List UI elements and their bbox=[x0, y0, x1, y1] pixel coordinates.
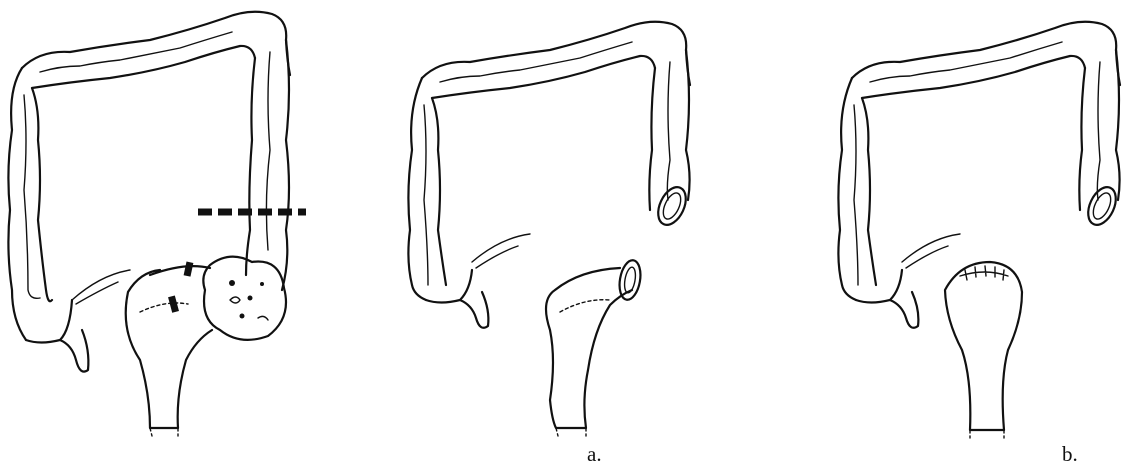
panel-original-colon-with-tumor bbox=[0, 0, 320, 474]
transverse-colon bbox=[22, 12, 290, 88]
closed-rectal-stump bbox=[945, 262, 1022, 430]
transverse-colon bbox=[852, 22, 1120, 98]
tumor-mass bbox=[203, 257, 286, 340]
ascending-colon bbox=[8, 68, 52, 340]
cecum-appendix bbox=[426, 270, 488, 328]
panel-a-resected-open-ends: a. bbox=[400, 0, 720, 474]
colon-drawing-a bbox=[400, 0, 720, 474]
proximal-open-stump bbox=[653, 183, 692, 229]
panel-label-b: b. bbox=[1062, 444, 1078, 465]
panel-b-closed-rectal-stump: b. bbox=[800, 0, 1125, 474]
panel-label-a: a. bbox=[587, 444, 602, 465]
colon-drawing-original bbox=[0, 0, 320, 474]
transverse-colon bbox=[422, 22, 690, 98]
colon-drawing-b bbox=[800, 0, 1125, 474]
descending-colon bbox=[246, 40, 289, 290]
ligature-mark bbox=[184, 262, 194, 277]
ligature-mark bbox=[168, 295, 179, 312]
distal-open-stump bbox=[617, 259, 644, 302]
rectum bbox=[546, 268, 632, 428]
cecum-appendix bbox=[856, 270, 918, 328]
rectum bbox=[126, 266, 212, 428]
end-colostomy-stump bbox=[1083, 183, 1122, 229]
cecum-appendix bbox=[26, 300, 88, 372]
